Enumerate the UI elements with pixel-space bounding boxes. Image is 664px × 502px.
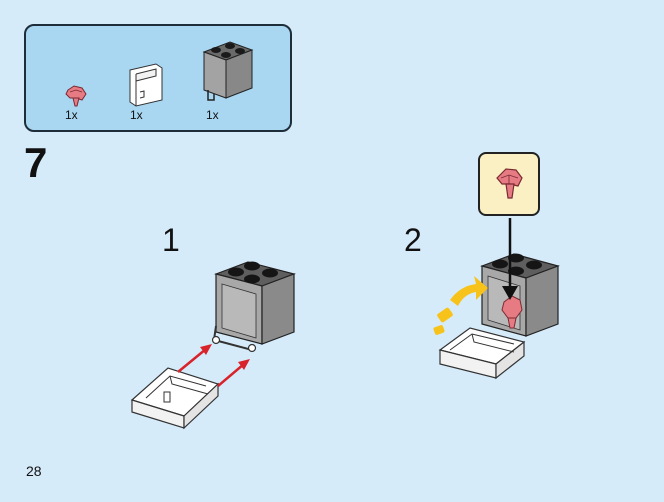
jewel-qty: 1x xyxy=(65,108,78,122)
substep-2-label: 2 xyxy=(404,222,422,258)
page-number: 28 xyxy=(26,463,42,479)
parts-list-box: 1x 1x 1x xyxy=(24,24,292,132)
pink-jewel-icon xyxy=(65,85,87,107)
container-qty: 1x xyxy=(206,108,219,122)
white-drawer-icon xyxy=(129,63,163,107)
grey-container-icon xyxy=(202,41,254,101)
jewel-callout xyxy=(478,152,540,216)
step-number: 7 xyxy=(24,139,48,186)
substep-2-illustration xyxy=(433,218,560,380)
drawer-qty: 1x xyxy=(130,108,143,122)
substep-1-illustration xyxy=(130,261,296,430)
pink-jewel-icon xyxy=(496,168,523,199)
substep-1-label: 1 xyxy=(162,222,180,258)
